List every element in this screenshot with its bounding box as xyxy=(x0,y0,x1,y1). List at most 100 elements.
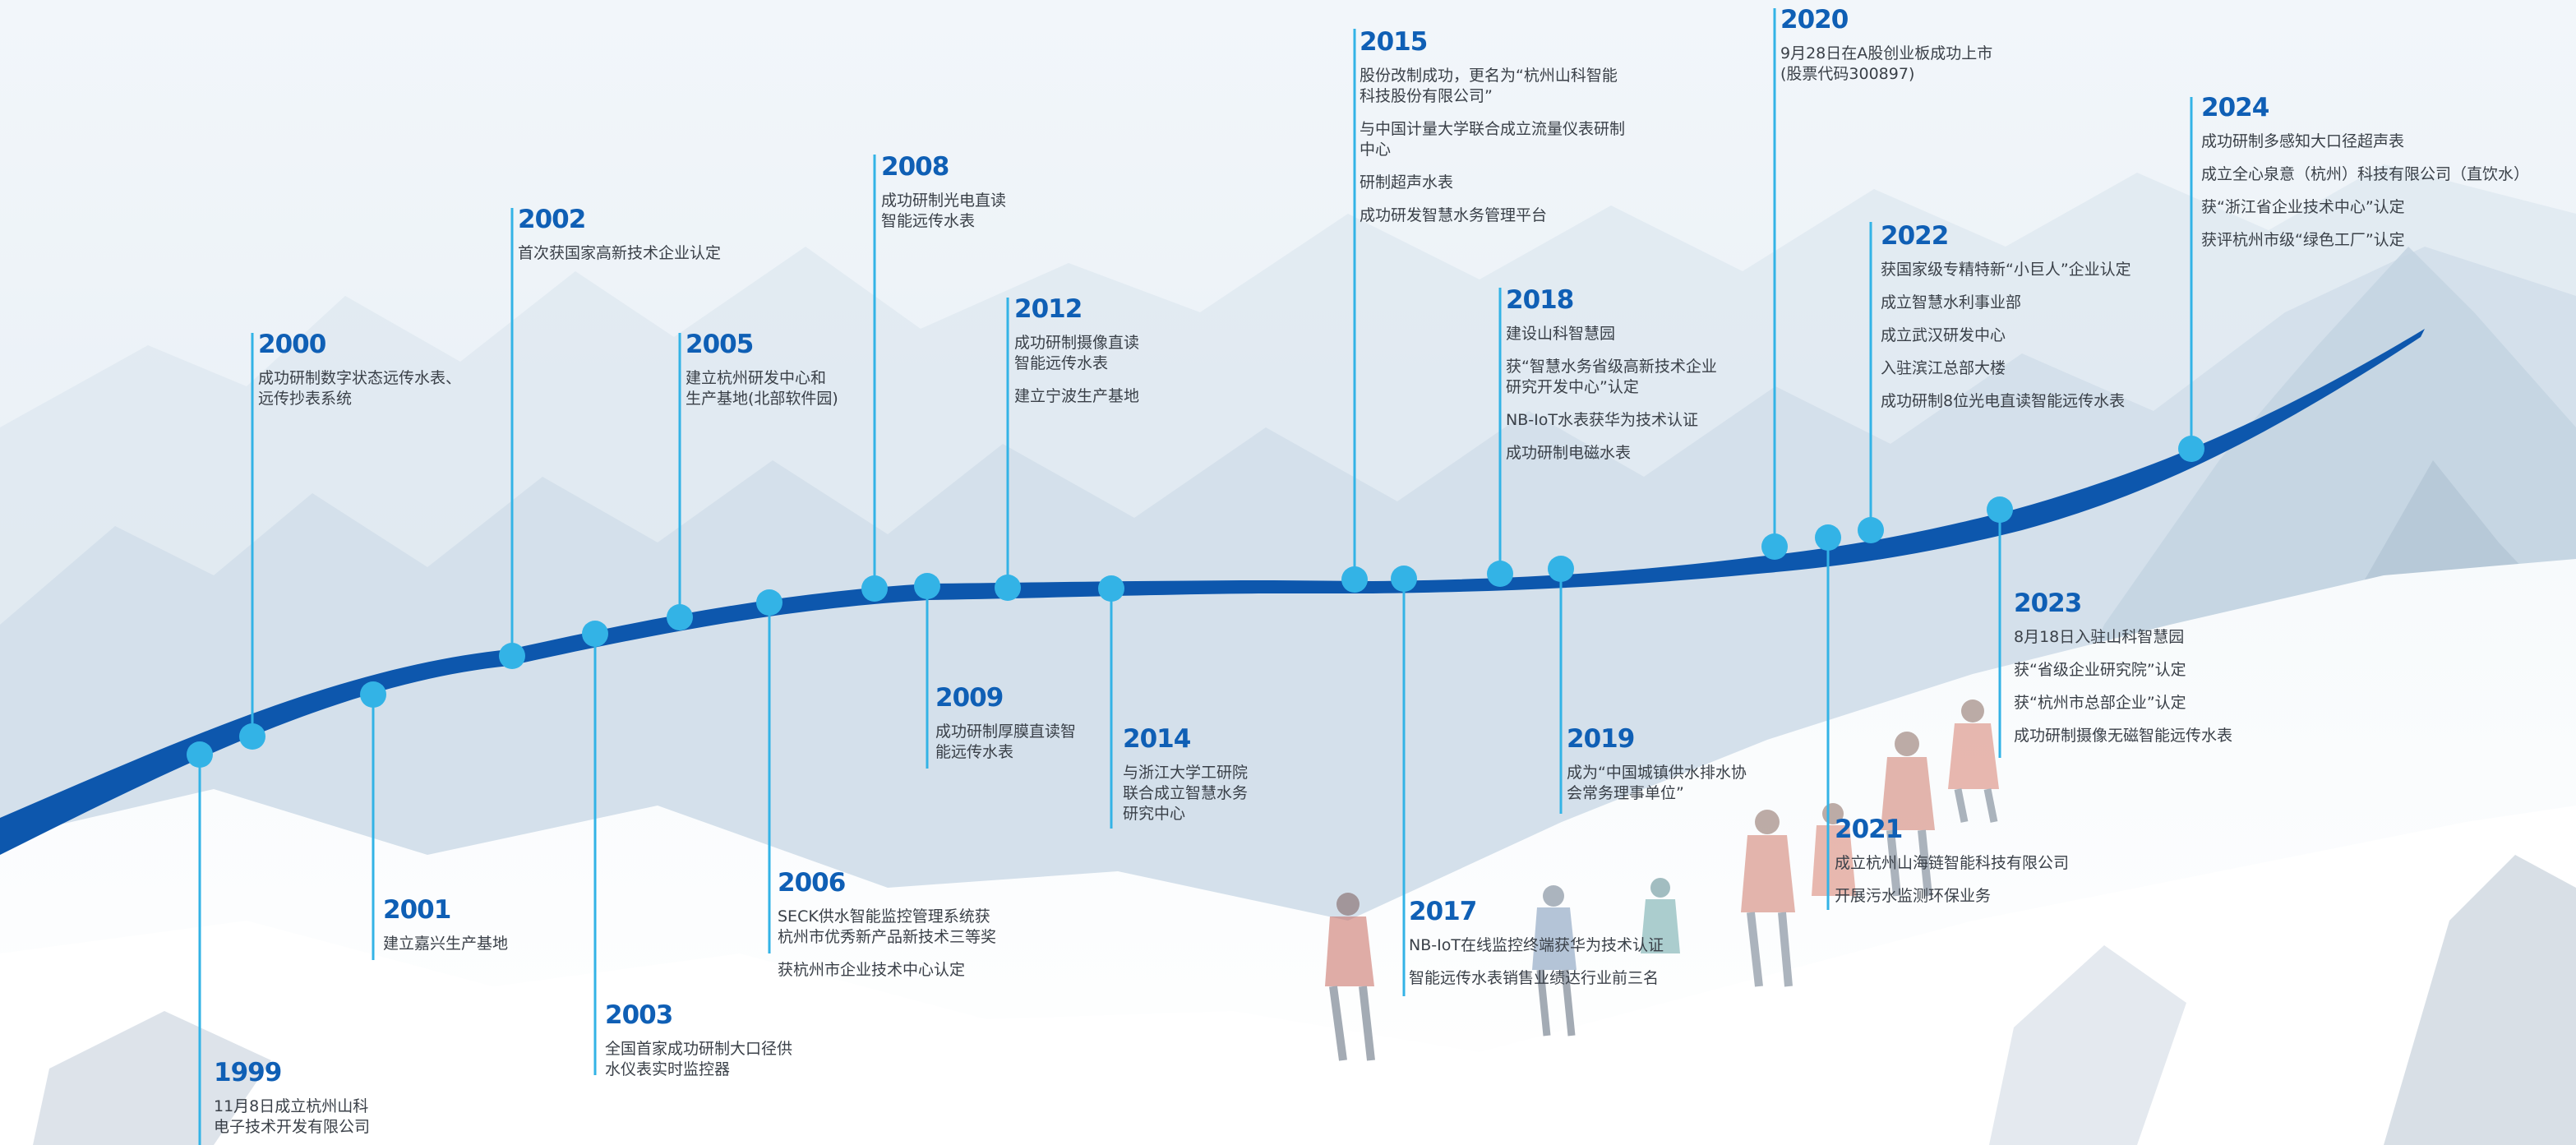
timeline-event: 建立嘉兴生产基地 xyxy=(383,935,509,953)
timeline-entry-2009: 2009 成功研制厚膜直读智能远传水表 xyxy=(935,682,1396,775)
timeline-event: 与中国计量大学联合成立流量仪表研制中心 xyxy=(1360,120,1626,159)
timeline-event: 成功研制摄像直读智能远传水表 xyxy=(1014,334,1140,372)
timeline-event: 成立全心泉意（杭州）科技有限公司（直饮水） xyxy=(2201,165,2530,183)
timeline-event: 成功研制光电直读智能远传水表 xyxy=(881,192,1007,230)
timeline-event: 建立宁波生产基地 xyxy=(1014,387,1140,405)
timeline-event: 8月18日入驻山科智慧园 xyxy=(2014,628,2185,646)
timeline-dot-2024 xyxy=(2178,436,2204,462)
timeline-event: 成功研制数字状态远传水表、远传抄表系统 xyxy=(258,369,462,408)
timeline-entry-2003: 2003 全国首家成功研制大口径供水仪表实时监控器 xyxy=(605,1000,1065,1092)
timeline-dot-2015 xyxy=(1341,566,1368,593)
timeline-dot-2008 xyxy=(861,575,888,602)
timeline-event: 获国家级专精特新“小巨人”企业认定 xyxy=(1881,261,2131,279)
timeline-year: 2012 xyxy=(1014,294,1083,324)
timeline-event: 开展污水监测环保业务 xyxy=(1835,887,1992,905)
timeline-dot-2014 xyxy=(1098,575,1124,602)
timeline-event: SECK供水智能监控管理系统获杭州市优秀新产品新技术三等奖 xyxy=(778,907,997,946)
timeline-year: 2008 xyxy=(881,152,949,182)
timeline-event: 全国首家成功研制大口径供水仪表实时监控器 xyxy=(605,1040,793,1078)
timeline-dot-2006 xyxy=(756,589,782,616)
timeline-year: 2024 xyxy=(2201,93,2269,122)
timeline-dot-2018 xyxy=(1487,561,1513,587)
timeline-event: 获评杭州市级“绿色工厂”认定 xyxy=(2201,231,2405,249)
timeline-band xyxy=(0,329,2425,855)
timeline-event: 成立武汉研发中心 xyxy=(1881,326,2006,344)
timeline-dot-2002 xyxy=(499,643,525,669)
timeline-entry-2008: 2008 成功研制光电直读智能远传水表 xyxy=(881,151,1341,244)
timeline-event: 成功研制摄像无磁智能远传水表 xyxy=(2014,727,2233,745)
timeline-event: 首次获国家高新技术企业认定 xyxy=(518,244,722,262)
timeline-dot-2020 xyxy=(1761,533,1788,560)
timeline-year: 2006 xyxy=(778,868,846,898)
timeline-event: 研制超声水表 xyxy=(1360,173,1454,192)
timeline-event: 建设山科智慧园 xyxy=(1506,325,1616,343)
timeline-year: 2022 xyxy=(1881,221,1949,251)
timeline-entry-1999: 1999 11月8日成立杭州山科电子技术开发有限公司 xyxy=(214,1057,674,1145)
timeline-event: 获“省级企业研究院”认定 xyxy=(2014,661,2186,679)
timeline-entry-2019: 2019 成为“中国城镇供水排水协会常务理事单位” xyxy=(1567,723,2027,816)
timeline-entry-2022: 2022 获国家级专精特新“小巨人”企业认定成立智慧水利事业部成立武汉研发中心入驻… xyxy=(1881,220,2341,424)
timeline-year: 2018 xyxy=(1506,285,1574,315)
timeline-event: 入驻滨江总部大楼 xyxy=(1881,359,2006,377)
timeline-entry-2002: 2002 首次获国家高新技术企业认定 xyxy=(518,204,978,276)
timeline-event: 成立智慧水利事业部 xyxy=(1881,293,2022,312)
timeline-event: 智能远传水表销售业绩达行业前三名 xyxy=(1409,969,1660,987)
timeline-event: 建立杭州研发中心和生产基地(北部软件园) xyxy=(686,369,838,408)
timeline-entry-2005: 2005 建立杭州研发中心和生产基地(北部软件园) xyxy=(686,329,1146,422)
timeline-dot-2009 xyxy=(914,573,940,599)
timeline-entry-2001: 2001 建立嘉兴生产基地 xyxy=(383,894,843,967)
timeline-dot-2019 xyxy=(1548,556,1574,582)
timeline-entry-2012: 2012 成功研制摄像直读智能远传水表建立宁波生产基地 xyxy=(1014,293,1475,419)
timeline-event: 获“杭州市总部企业”认定 xyxy=(2014,694,2186,712)
timeline-dot-1999 xyxy=(187,741,213,768)
timeline-year: 2002 xyxy=(518,205,586,234)
timeline-year: 2003 xyxy=(605,1000,673,1030)
timeline-dot-2012 xyxy=(995,575,1021,601)
timeline-event: 成功研制厚膜直读智能远传水表 xyxy=(935,723,1077,761)
timeline-year: 2014 xyxy=(1123,724,1191,754)
timeline-event: 获“智慧水务省级高新技术企业研究开发中心”认定 xyxy=(1506,358,1717,396)
timeline-year: 1999 xyxy=(214,1058,282,1087)
timeline-entry-2023: 2023 8月18日入驻山科智慧园获“省级企业研究院”认定获“杭州市总部企业”认定… xyxy=(2014,588,2474,759)
timeline-entry-2018: 2018 建设山科智慧园获“智慧水务省级高新技术企业研究开发中心”认定 NB-IoT… xyxy=(1506,284,1966,476)
timeline-event: 成立杭州山海链智能科技有限公司 xyxy=(1835,854,2070,872)
timeline-entry-2021: 2021 成立杭州山海链智能科技有限公司开展污水监测环保业务 xyxy=(1835,814,2295,919)
timeline-year: 2023 xyxy=(2014,589,2082,618)
timeline-stems xyxy=(198,8,2193,1145)
timeline-event: 11月8日成立杭州山科电子技术开发有限公司 xyxy=(214,1097,371,1136)
timeline-dot-2000 xyxy=(239,723,265,750)
timeline-year: 2005 xyxy=(686,330,754,359)
timeline-year: 2009 xyxy=(935,683,1004,713)
timeline-dot-2021 xyxy=(1815,524,1841,551)
timeline-dot-2017 xyxy=(1391,566,1417,592)
timeline-event: 成功研发智慧水务管理平台 xyxy=(1360,206,1548,224)
timeline-dot-2022 xyxy=(1858,517,1884,543)
timeline-event: NB-IoT在线监控终端获华为技术认证 xyxy=(1409,936,1664,954)
timeline-year: 2001 xyxy=(383,895,451,925)
timeline-event: NB-IoT水表获华为技术认证 xyxy=(1506,411,1698,429)
timeline-year: 2015 xyxy=(1360,27,1428,57)
timeline-dot-2001 xyxy=(360,681,386,708)
timeline-event: 成为“中国城镇供水排水协会常务理事单位” xyxy=(1567,764,1747,802)
timeline-event: 获杭州市企业技术中心认定 xyxy=(778,961,966,979)
timeline-event: 9月28日在A股创业板成功上市(股票代码300897) xyxy=(1780,44,1993,83)
timeline-event: 成功研制电磁水表 xyxy=(1506,444,1632,462)
timeline-event: 成功研制多感知大口径超声表 xyxy=(2201,132,2405,150)
timeline-year: 2021 xyxy=(1835,815,1903,844)
timeline-dot-2023 xyxy=(1987,496,2013,523)
timeline-event: 获“浙江省企业技术中心”认定 xyxy=(2201,198,2405,216)
timeline-dots xyxy=(187,436,2204,768)
timeline-dot-2003 xyxy=(582,621,608,647)
timeline-event: 成功研制8位光电直读智能远传水表 xyxy=(1881,392,2126,410)
timeline-dot-2005 xyxy=(667,604,693,630)
timeline-year: 2019 xyxy=(1567,724,1635,754)
timeline-year: 2017 xyxy=(1409,897,1477,926)
